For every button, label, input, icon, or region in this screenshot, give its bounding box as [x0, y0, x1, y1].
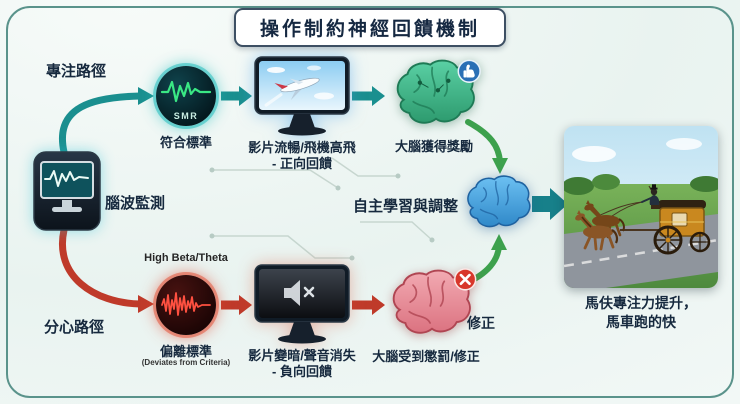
- page-title: 操作制約神經回饋機制: [233, 8, 507, 47]
- arrow-reward-to-center-brain: [465, 119, 508, 174]
- distract-wave-caption: 偏離標準: [159, 344, 212, 359]
- smr-badge: SMR: [173, 111, 199, 121]
- eeg-monitor-icon: [32, 150, 102, 237]
- arrow-monitor-to-smr: [59, 87, 154, 156]
- muted-speaker-icon: [284, 280, 315, 306]
- tv-dark-icon: [254, 264, 350, 355]
- arrow-wave-to-dark-video: [221, 295, 252, 315]
- positive-feedback-line2: - 正向回饋: [272, 156, 332, 171]
- horse-carriage-illustration: [564, 126, 718, 288]
- distract-wave-subcaption: (Deviates from Criteria): [141, 358, 231, 367]
- reward-brain-caption: 大腦獲得獎勵: [394, 139, 473, 154]
- reward-brain-icon: [386, 58, 486, 137]
- arrow-video-to-reward-brain: [352, 86, 385, 106]
- negative-feedback-line1: 影片變暗/聲音消失: [248, 348, 356, 363]
- negative-feedback-line2: - 負向回饋: [272, 364, 332, 379]
- punish-brain-icon: [382, 268, 482, 347]
- negative-feedback-caption: 影片變暗/聲音消失 - 負向回饋: [240, 348, 364, 380]
- correction-label: 修正: [467, 315, 495, 331]
- horses: [575, 200, 625, 251]
- outcome-line1: 馬伕專注力提升，: [585, 295, 697, 311]
- arrow-dark-video-to-punish-brain: [352, 295, 385, 315]
- airplane-icon: [264, 77, 320, 107]
- smr-caption: 符合標準: [159, 135, 212, 150]
- circuit-nodes: [209, 167, 435, 261]
- punish-brain-caption: 大腦受到懲罰/修正: [372, 349, 480, 364]
- positive-feedback-line1: 影片流暢/飛機高飛: [248, 140, 356, 155]
- driver: [641, 184, 660, 205]
- arrow-smr-to-video: [221, 86, 252, 106]
- arrow-center-brain-to-outcome: [532, 188, 568, 220]
- positive-feedback-caption: 影片流暢/飛機高飛 - 正向回饋: [240, 140, 364, 172]
- center-brain-icon: [460, 174, 538, 239]
- carriage: [597, 184, 711, 255]
- focus-path-label: 專注路徑: [46, 63, 107, 80]
- arrow-monitor-to-distract-wave: [59, 226, 154, 313]
- outcome-caption: 馬伕專注力提升， 馬車跑的快: [552, 294, 730, 332]
- monitor-label: 腦波監測: [105, 195, 166, 212]
- distract-wave-icon: [156, 275, 216, 335]
- circuit-pattern: [417, 78, 451, 93]
- x-mark-icon: [454, 268, 477, 291]
- distract-path-label: 分心路徑: [44, 319, 105, 336]
- tv-airplane-icon: [254, 56, 350, 147]
- thumbs-up-icon: [457, 59, 481, 83]
- center-label: 自主學習與調整: [352, 198, 458, 215]
- circuit-traces: [212, 157, 433, 259]
- high-beta-theta-label: High Beta/Theta: [144, 252, 228, 264]
- outcome-line2: 馬車跑的快: [606, 314, 676, 330]
- smr-wave-icon: SMR: [156, 66, 216, 126]
